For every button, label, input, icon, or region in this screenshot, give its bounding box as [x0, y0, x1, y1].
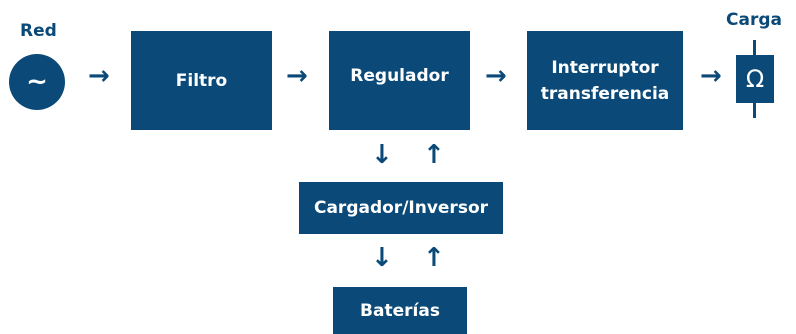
arrow-down-1: ↓	[371, 140, 393, 170]
block-interruptor-label-2: transferencia	[540, 83, 670, 104]
arrow-right-4: →	[700, 61, 722, 91]
block-interruptor-label-1: Interruptor	[551, 57, 659, 78]
block-baterias: Baterías	[333, 287, 467, 334]
arrow-right-3: →	[485, 61, 507, 91]
block-baterias-label: Baterías	[360, 300, 440, 321]
arrow-up-2: ↑	[423, 243, 445, 273]
omega-symbol: Ω	[745, 65, 765, 93]
arrow-right-1: →	[88, 61, 110, 91]
tilde-symbol: ~	[26, 67, 48, 97]
block-cargador: Cargador/Inversor	[299, 182, 503, 234]
load-top-lead	[753, 40, 756, 56]
block-filtro-label: Filtro	[175, 70, 228, 91]
arrow-up-1: ↑	[423, 140, 445, 170]
block-interruptor: Interruptor transferencia	[527, 31, 683, 130]
arrow-right-2: →	[286, 61, 308, 91]
arrow-down-2: ↓	[371, 243, 393, 273]
load-resistor-icon: Ω	[736, 55, 774, 103]
load-bottom-lead	[753, 102, 756, 118]
source-label: Red	[20, 21, 57, 41]
ac-source-icon: ~	[9, 54, 65, 110]
block-filtro: Filtro	[131, 31, 272, 130]
load-label: Carga	[726, 10, 782, 30]
block-cargador-label: Cargador/Inversor	[313, 198, 489, 218]
block-regulador-label: Regulador	[350, 66, 449, 86]
block-regulador: Regulador	[329, 31, 470, 130]
